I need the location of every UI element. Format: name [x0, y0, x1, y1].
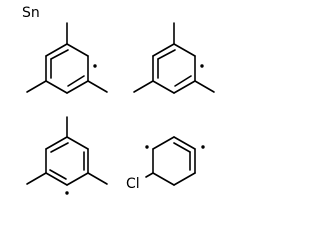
radical-dot: [93, 64, 97, 68]
bond: [174, 75, 192, 87]
bond: [45, 136, 68, 150]
bond: [66, 43, 89, 57]
tin-label: Sn: [22, 5, 40, 21]
bond: [49, 169, 67, 180]
bond: [66, 172, 89, 186]
bond: [45, 80, 68, 94]
bond: [66, 136, 89, 150]
bond: [173, 136, 196, 150]
radical-dot: [200, 64, 204, 68]
bond: [152, 43, 175, 57]
methyl-bond: [133, 80, 154, 93]
chlorine-bond: [145, 172, 154, 178]
structure-canvas: Sn: [22, 5, 215, 195]
bond: [173, 80, 196, 94]
radical-dot: [65, 191, 69, 195]
methyl-bond: [87, 80, 108, 93]
bond: [50, 49, 69, 60]
bond: [45, 43, 68, 57]
chlorine-label: Cl: [126, 176, 140, 192]
bond: [50, 142, 69, 153]
bond: [67, 75, 85, 87]
chlorophenyl-fragment: Cl: [126, 136, 205, 192]
methyl-bond: [87, 172, 108, 185]
mesityl-2-fragment: [133, 22, 215, 94]
bond: [152, 80, 175, 94]
methyl-bond: [26, 80, 47, 93]
methyl-bond: [26, 172, 47, 185]
mesityl-1-fragment: [26, 22, 108, 94]
methyl-bond: [194, 80, 215, 93]
chemical-structure-drawing: Sn: [22, 5, 215, 195]
bond: [173, 172, 196, 186]
bond: [152, 136, 175, 150]
bond: [45, 172, 68, 186]
bond: [173, 142, 191, 153]
radical-dot: [201, 145, 205, 149]
mesityl-3-fragment: [26, 116, 108, 195]
bond: [173, 43, 196, 57]
bond: [152, 172, 175, 186]
radical-dot: [145, 145, 149, 149]
bond: [157, 49, 176, 60]
bond: [66, 80, 89, 94]
